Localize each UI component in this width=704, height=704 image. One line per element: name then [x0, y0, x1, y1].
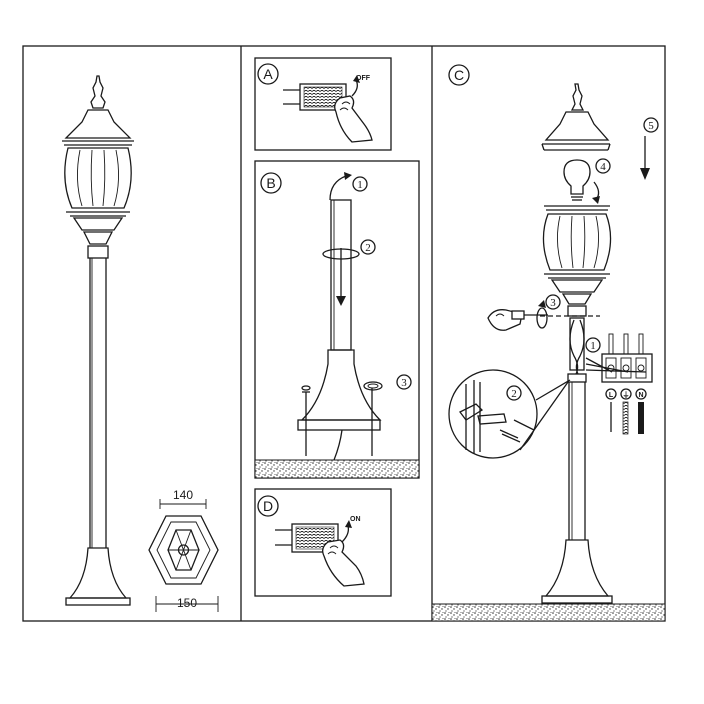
- screwdriver-hand-icon: 3: [487, 294, 561, 331]
- panel-c: C: [431, 64, 666, 622]
- panel-b-step-3: 3: [401, 377, 407, 389]
- panel-a: A OFF: [254, 57, 392, 151]
- panel-c-step-1: 1: [590, 340, 596, 352]
- panel-a-letter: A: [263, 66, 273, 82]
- panel-b-step-2: 2: [365, 242, 371, 254]
- terminal-n-label: N: [638, 392, 643, 399]
- lamp-post-overview: [62, 75, 134, 606]
- panel-c-step-5: 5: [648, 120, 654, 132]
- switch-on-label: ON: [350, 516, 361, 523]
- pole: [541, 373, 613, 604]
- lamp-roof: [541, 83, 611, 151]
- switch-off-icon: [283, 75, 373, 143]
- ground: [254, 459, 420, 479]
- terminal-ground-label: ⏚: [623, 391, 630, 399]
- lantern-body: [542, 205, 612, 317]
- panel-d: D ON: [254, 488, 392, 597]
- dimension-top: 140: [173, 488, 193, 502]
- switch-off-label: OFF: [356, 75, 371, 82]
- terminal-l-label: L: [609, 392, 614, 399]
- outer-frame: [22, 45, 666, 622]
- panel-b: B 1 2 3: [254, 160, 420, 479]
- panel-c-step-3: 3: [550, 297, 556, 309]
- dimension-bottom: 150: [177, 596, 197, 610]
- switch-on-icon: [275, 520, 365, 587]
- panel-b-letter: B: [266, 175, 275, 191]
- base-top-view: 140 150: [148, 488, 219, 612]
- mounting-bracket-detail: 2: [448, 369, 571, 459]
- panel-b-step-1: 1: [357, 179, 363, 191]
- terminal-block: L ⏚ N: [601, 333, 653, 435]
- ground-c: [431, 603, 666, 622]
- wiring: [540, 315, 647, 375]
- bulb-icon: [563, 159, 600, 204]
- panel-d-letter: D: [263, 498, 273, 514]
- panel-c-step-2: 2: [511, 388, 517, 400]
- panel-c-letter: C: [454, 67, 464, 83]
- anchor-bolts: [301, 381, 383, 456]
- panel-c-step-4: 4: [600, 161, 606, 173]
